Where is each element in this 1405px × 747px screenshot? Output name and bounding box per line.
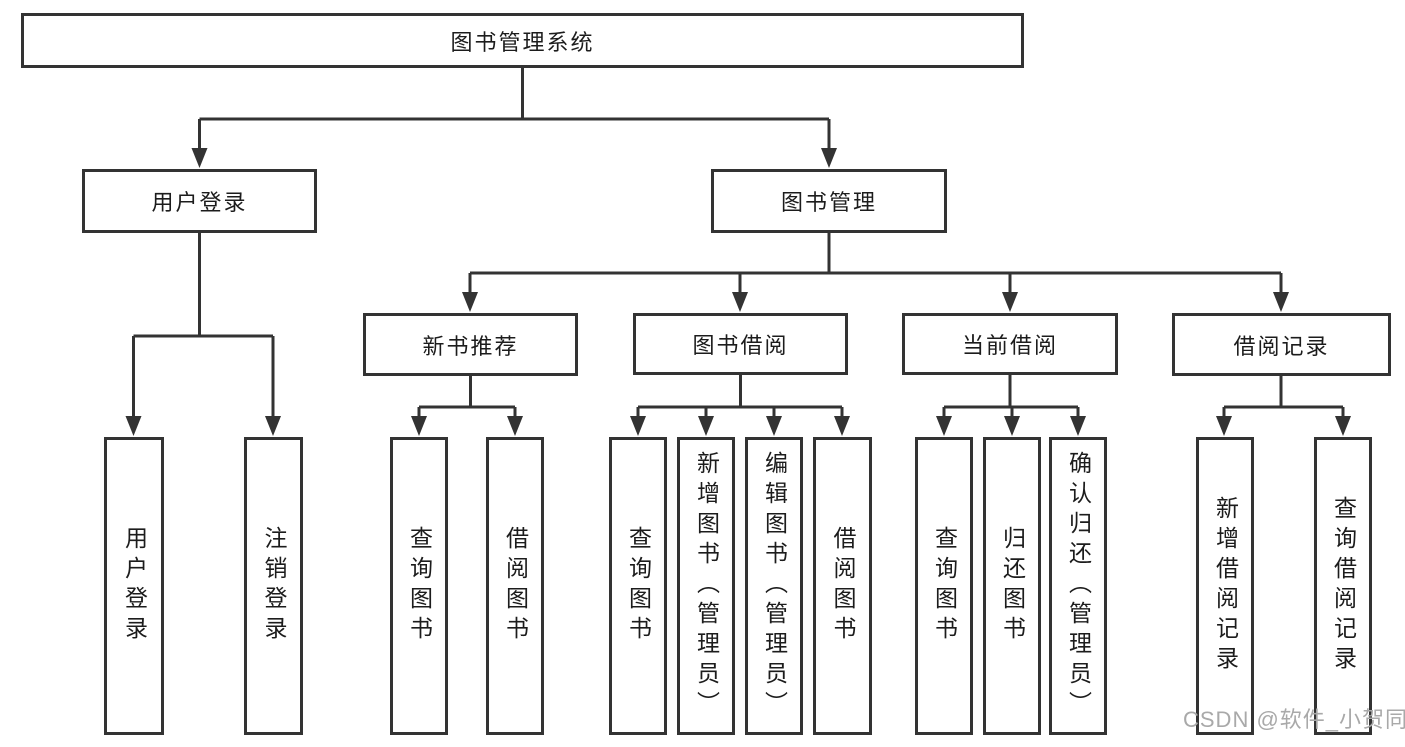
leaf-query-borrow-record: 查询借阅记录 [1314,437,1372,735]
leaf-query-books-recommend: 查询图书 [390,437,448,735]
leaf-return-books: 归还图书 [983,437,1041,735]
leaf-borrow-books-recommend: 借阅图书 [486,437,544,735]
node-current-borrow: 当前借阅 [902,313,1118,375]
node-book-management: 图书管理 [711,169,947,233]
node-book-borrow: 图书借阅 [633,313,848,375]
leaf-logout: 注销登录 [244,437,303,735]
leaf-add-books-admin: 新增图书（管理员） [677,437,735,735]
leaf-query-books-current: 查询图书 [915,437,973,735]
leaf-add-borrow-record: 新增借阅记录 [1196,437,1254,735]
leaf-user-login: 用户登录 [104,437,164,735]
leaf-confirm-return-admin: 确认归还（管理员） [1049,437,1107,735]
leaf-borrow-books: 借阅图书 [813,437,872,735]
leaf-edit-books-admin: 编辑图书（管理员） [745,437,803,735]
node-root-system: 图书管理系统 [21,13,1024,68]
csdn-watermark: CSDN @软件_小贺同学 [1183,707,1405,732]
leaf-query-books-borrow: 查询图书 [609,437,667,735]
arrowhead-icons [125,148,1351,436]
node-new-book-recommend: 新书推荐 [363,313,578,376]
node-borrow-records: 借阅记录 [1172,313,1391,376]
node-user-login: 用户登录 [82,169,317,233]
